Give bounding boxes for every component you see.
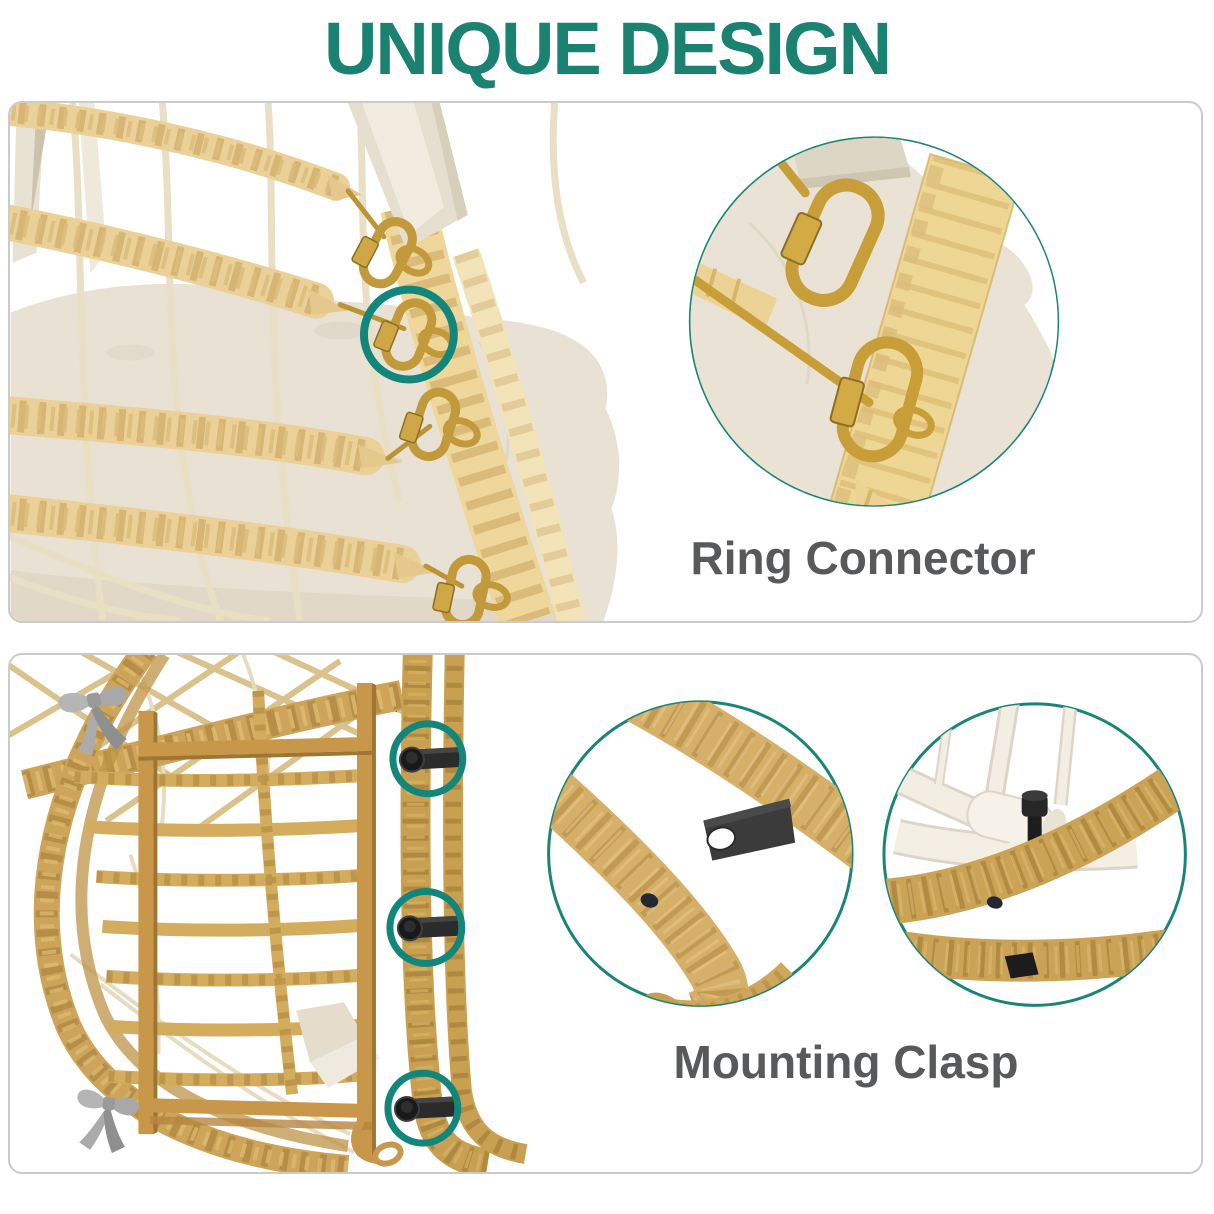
highlight-circle-clasp-2 [386,888,466,967]
mounting-clasp-icon [398,746,463,773]
band-clip [1004,952,1039,979]
ring-connector-panel: Ring Connector [8,101,1203,623]
mounting-clasp-panel: Mounting Clasp [8,653,1203,1174]
ring-connectors [351,217,491,621]
ring-connector-icon [398,387,461,462]
inset-rope-tip [690,254,778,329]
mounting-clasp-label: Mounting Clasp [673,1036,1019,1088]
rope-tip [357,444,402,469]
ring-connector-icon [432,554,491,621]
highlight-circle-clasp-3 [384,1069,462,1147]
stand-pillar [347,103,468,249]
clasp-plate-hole [706,826,737,851]
chair-closeup-photo [10,103,620,621]
mounting-clasps [393,746,463,1122]
mounting-clasp-icon [393,1095,458,1122]
page-title: UNIQUE DESIGN [323,7,892,90]
mounting-clasp-inset-2 [869,702,1192,1007]
rope-tip [393,552,438,579]
ring-connector-icon [373,298,437,371]
chair-frame-photo [10,655,526,1168]
ring-connector-inset [688,136,1060,507]
rope-tip [308,288,348,315]
inset-clasp-plate [703,798,796,861]
chair-frame-illustration [10,655,1192,1172]
rivet [986,896,1003,909]
chair-closeup-illustration [10,103,1060,621]
edge-tubes [351,655,526,1167]
ribbon-bow [77,1089,140,1153]
highlight-circle-clasp-1 [389,720,467,798]
ring-connector-inset-content [690,137,1058,506]
bottom-hook [351,1117,379,1164]
mounting-clasp-inset-2-content [869,703,1192,979]
metal-frame-bars [138,682,376,1157]
ring-connector-label: Ring Connector [690,532,1036,584]
ribbon-bow [58,686,127,756]
ring-connector-icon [351,217,417,289]
rivet [640,893,659,908]
highlight-circle-ring-connector [359,285,458,384]
mounting-clasp-inset-1 [547,700,854,1007]
mounting-clasp-icon [396,915,461,942]
inset-quick-link-1 [780,178,885,307]
cushion-wedge [296,1002,364,1063]
inset-rope-tip [690,414,726,483]
egg-hoop [47,655,348,1168]
